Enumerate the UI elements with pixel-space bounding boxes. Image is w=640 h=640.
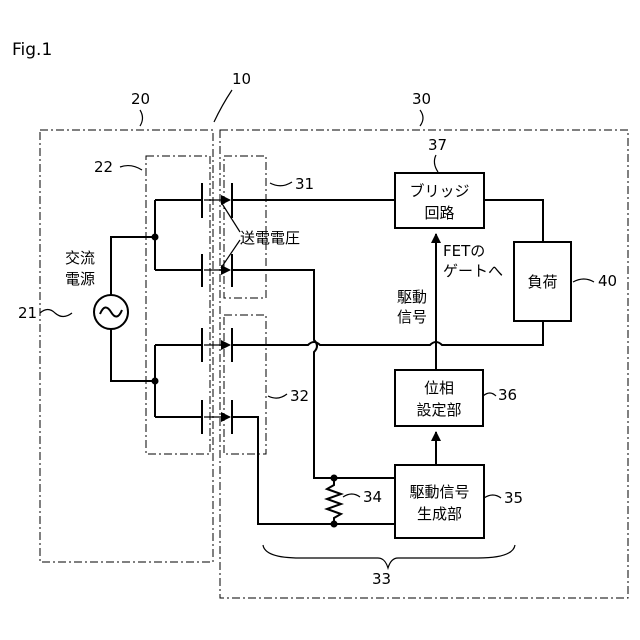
ref-34: 34 (363, 488, 382, 506)
ref-22: 22 (94, 158, 113, 176)
ref-32: 32 (290, 387, 309, 405)
drive-signal-generator-block (395, 465, 484, 538)
junction-tx-upper (152, 234, 159, 241)
load-label: 負荷 (527, 273, 557, 291)
leader-36 (483, 393, 496, 396)
wire-source-bottom (111, 329, 155, 381)
leader-30 (420, 110, 423, 126)
receive-electrodes-lower-boundary (224, 315, 266, 454)
leader-34 (343, 494, 360, 497)
figure-label: Fig.1 (12, 40, 52, 60)
leader-35 (484, 495, 501, 498)
source-label-line2: 電源 (65, 270, 95, 288)
voltage-label: 送電電圧 (240, 229, 300, 247)
leader-21 (40, 310, 72, 317)
source-label-line1: 交流 (65, 249, 95, 267)
leader-37 (434, 155, 438, 172)
ref-20: 20 (131, 90, 150, 108)
drive-gen-label-line2: 生成部 (417, 505, 462, 523)
leader-22 (120, 166, 142, 170)
ref-21: 21 (18, 304, 37, 322)
bridge-label-line1: ブリッジ (409, 182, 469, 200)
bridge-label-line2: 回路 (424, 204, 454, 222)
wire-source-top (111, 237, 155, 295)
ref-35: 35 (504, 489, 523, 507)
leader-20 (140, 110, 143, 126)
phase-label-line1: 位相 (424, 379, 454, 397)
fet-gate-label-line2: ゲートへ (443, 262, 503, 280)
wire-bridge-to-load (484, 200, 543, 242)
receive-electrodes-upper-boundary (224, 156, 266, 298)
ref-40: 40 (598, 272, 617, 290)
ref-33: 33 (372, 570, 391, 588)
drive-signal-label-line2: 信号 (397, 308, 427, 326)
phase-label-line2: 設定部 (416, 401, 461, 419)
sine-icon (100, 307, 122, 316)
leader-10 (214, 90, 232, 122)
drive-signal-label-line1: 駆動 (397, 288, 427, 306)
coupling-electrodes (202, 183, 232, 434)
wire-rx3-to-load (232, 321, 543, 345)
leader-31 (270, 182, 292, 186)
ref-10: 10 (232, 70, 251, 88)
leader-32 (268, 394, 287, 398)
fet-gate-label-line1: FETの (443, 242, 485, 260)
ref-36: 36 (498, 386, 517, 404)
ref-30: 30 (412, 90, 431, 108)
drive-gen-label-line1: 駆動信号 (409, 483, 469, 501)
brace-33 (263, 545, 515, 568)
ref-31: 31 (295, 175, 314, 193)
resistor-34 (327, 478, 341, 524)
wire-rx2-to-drive (232, 270, 395, 478)
junction-tx-lower (152, 378, 159, 385)
leader-40 (573, 279, 594, 282)
ref-37: 37 (428, 136, 447, 154)
